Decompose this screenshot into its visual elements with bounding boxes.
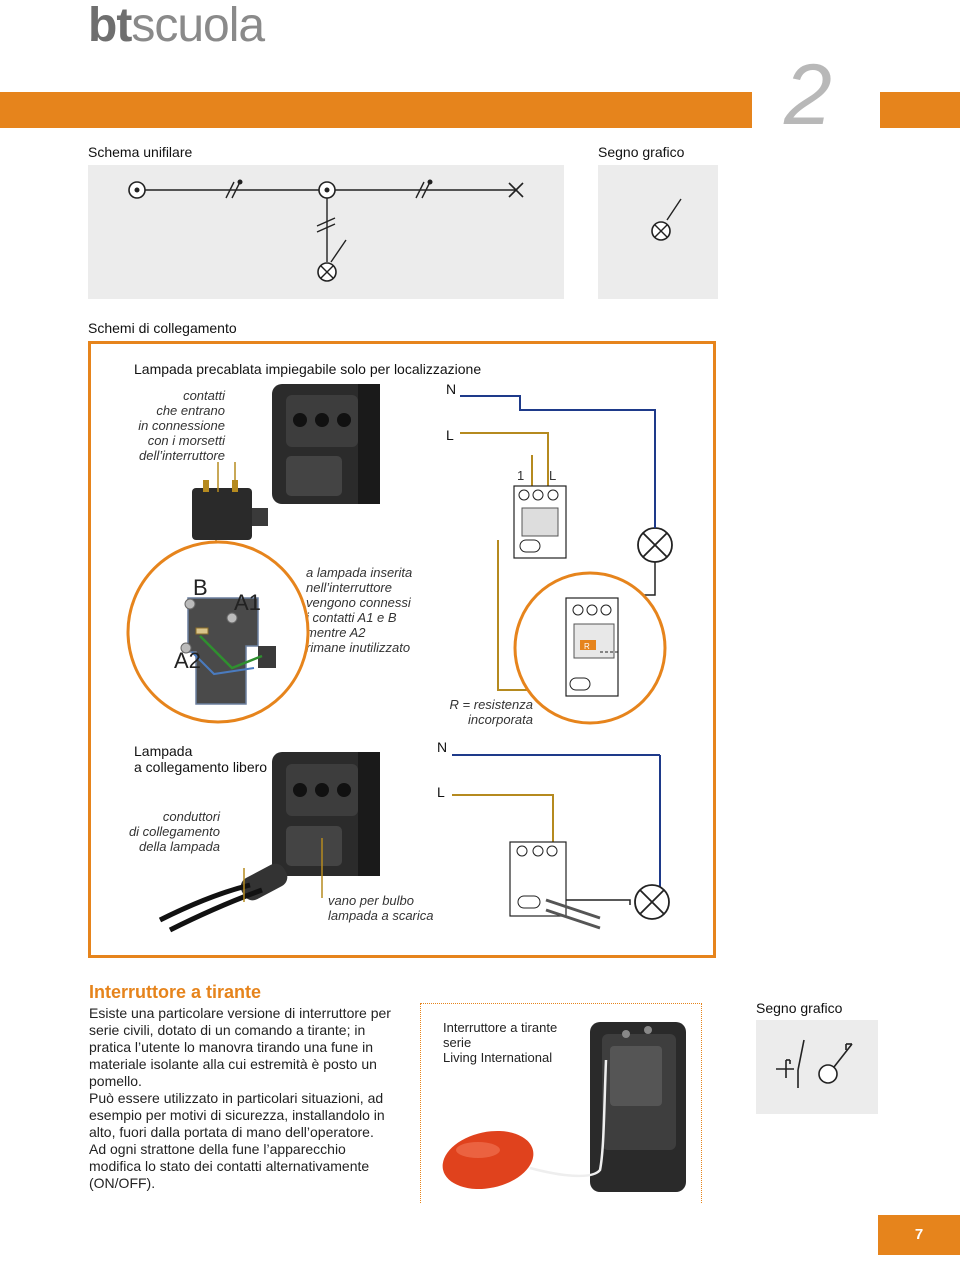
segno-grafico-title: Segno grafico bbox=[598, 144, 685, 160]
interruttore-tirante-text: Esiste una particolare versione di inter… bbox=[89, 1005, 391, 1191]
switch-device-bottom bbox=[240, 752, 380, 901]
conduttori-label: conduttori di collegamento della lampada bbox=[128, 809, 220, 854]
segno-grafico-title-2: Segno grafico bbox=[756, 1000, 843, 1016]
schemi-collegamento-title: Schemi di collegamento bbox=[88, 320, 237, 336]
line-label-2: L bbox=[437, 784, 445, 800]
contact-a2-label: A2 bbox=[174, 648, 201, 673]
contact-b-label: B bbox=[193, 575, 208, 600]
neutral-label-2: N bbox=[437, 739, 448, 755]
line-label-1: L bbox=[446, 427, 454, 443]
lampada-libero-label: Lampada a collegamento libero bbox=[134, 743, 268, 775]
header-bar-left bbox=[0, 92, 752, 128]
contact-a1-label: A1 bbox=[234, 590, 261, 615]
interruttore-tirante-title: Interruttore a tirante bbox=[89, 982, 262, 1002]
resistenza-label: R = resistenza incorporata bbox=[449, 697, 533, 727]
contatti-label: contatti che entrano in connessione con … bbox=[138, 388, 225, 463]
lampada-precablata-title: Lampada precablata impiegabile solo per … bbox=[134, 361, 482, 377]
terminal-l-label: L bbox=[549, 468, 557, 483]
chapter-number: 2 bbox=[784, 47, 832, 143]
resistor-r-label: R bbox=[584, 642, 590, 651]
inserita-label: a lampada inserita nell’interruttore ven… bbox=[306, 565, 413, 655]
neutral-label-1: N bbox=[446, 381, 457, 397]
vano-label: vano per bulbo lampada a scarica bbox=[328, 893, 434, 923]
switch-device-top bbox=[272, 384, 380, 504]
segno-grafico-panel-2 bbox=[756, 1020, 878, 1114]
photo-frame-top-border bbox=[420, 1003, 702, 1005]
photo-frame-left-border bbox=[420, 1003, 422, 1203]
photo-label: Interruttore a tirante serie Living Inte… bbox=[443, 1020, 558, 1065]
header-bar-right bbox=[880, 92, 960, 128]
schema-unifilare-title: Schema unifilare bbox=[88, 144, 193, 160]
terminal-1-label: 1 bbox=[517, 468, 525, 483]
bt-scuola-logo: btscuola bbox=[88, 0, 265, 52]
photo-frame-right-border bbox=[701, 1003, 703, 1203]
schemi-collegamento-box bbox=[88, 341, 716, 958]
page-number: 7 bbox=[878, 1215, 960, 1255]
